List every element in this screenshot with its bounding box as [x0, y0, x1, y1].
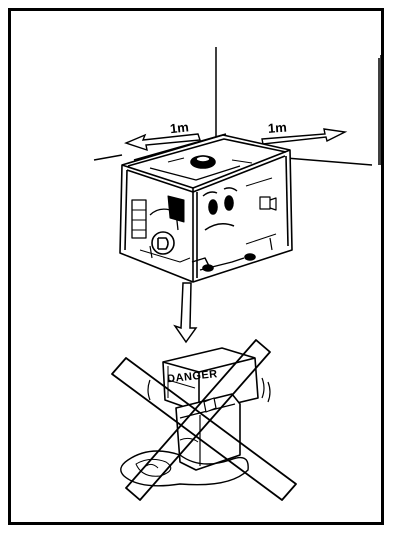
illustration-frame — [8, 8, 384, 525]
prohibited-x-icon — [111, 339, 297, 501]
down-arrow-icon — [173, 282, 198, 344]
fuel-can-icon — [120, 347, 271, 487]
left-clearance-label: 1m — [169, 119, 189, 136]
danger-label: DANGER — [167, 368, 219, 385]
left-clearance-arrow — [124, 133, 201, 152]
right-clearance-label: 1m — [267, 120, 287, 136]
right-clearance-arrow — [261, 128, 348, 145]
generator-icon — [119, 133, 293, 283]
